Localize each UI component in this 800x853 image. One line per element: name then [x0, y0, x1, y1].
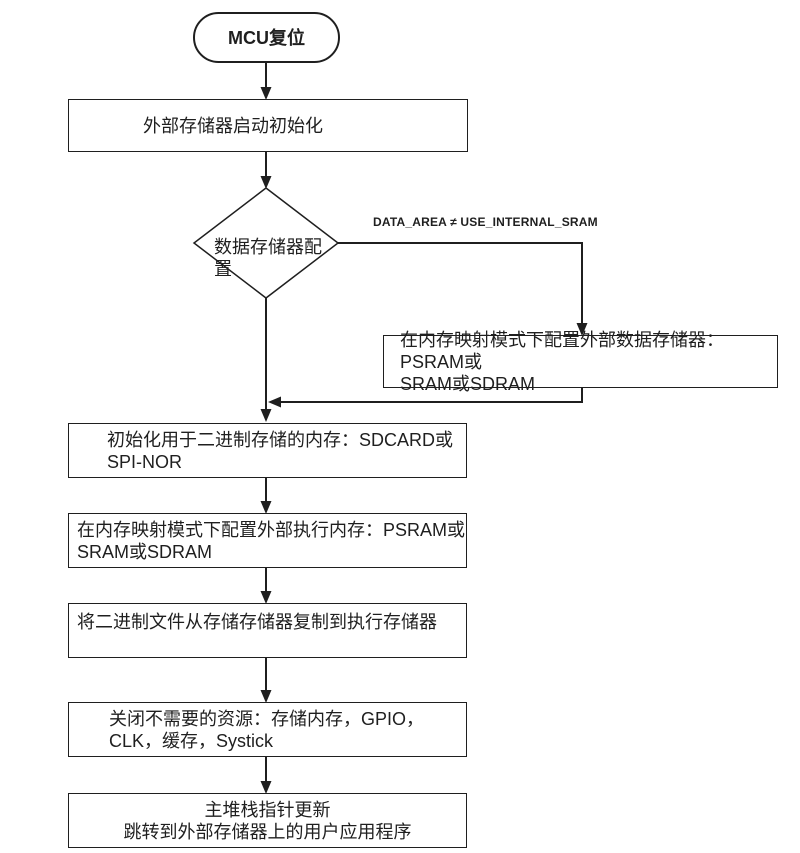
node-init-binary-storage: 初始化用于二进制存储的内存：SDCARD或 SPI-NOR: [68, 423, 467, 478]
node-label: 数据存储器配 置: [214, 237, 322, 279]
decision-diamond-shape: [192, 187, 340, 299]
edge-decision-configdata: [338, 242, 583, 324]
node-label: 在内存映射模式下配置外部执行内存：PSRAM或 SRAM或SDRAM: [77, 519, 466, 562]
node-label: 在内存映射模式下配置外部数据存储器：PSRAM或 SRAM或SDRAM: [400, 329, 724, 394]
node-label: 将二进制文件从存储存储器复制到执行存储器: [77, 612, 437, 632]
node-label: 外部存储器启动初始化: [143, 115, 323, 136]
node-msp-update-jump-to-app: 主堆栈指针更新 跳转到外部存储器上的用户应用程序: [68, 793, 467, 848]
node-close-unneeded-resources: 关闭不需要的资源：存储内存，GPIO， CLK，缓存，Systick: [68, 702, 467, 757]
node-copy-binary-to-exec: 将二进制文件从存储存储器复制到执行存储器: [68, 603, 467, 658]
node-start-mcu-reset: MCU复位: [193, 12, 340, 63]
node-config-external-exec-memory: 在内存映射模式下配置外部执行内存：PSRAM或 SRAM或SDRAM: [68, 513, 467, 568]
node-label: MCU复位: [228, 27, 305, 48]
node-label: 初始化用于二进制存储的内存：SDCARD或 SPI-NOR: [107, 429, 454, 472]
node-external-memory-boot-init: 外部存储器启动初始化: [68, 99, 468, 152]
branch-condition-label: DATA_AREA ≠ USE_INTERNAL_SRAM: [373, 215, 598, 229]
edge-configdata-mainline: [281, 388, 583, 403]
node-label: 关闭不需要的资源：存储内存，GPIO， CLK，缓存，Systick: [109, 708, 425, 751]
node-label: 主堆栈指针更新 跳转到外部存储器上的用户应用程序: [123, 799, 412, 842]
arrowheads: [260, 87, 588, 794]
node-config-external-data-memory: 在内存映射模式下配置外部数据存储器：PSRAM或 SRAM或SDRAM: [383, 330, 778, 394]
node-decision-data-memory-config: 数据存储器配 置: [214, 214, 332, 280]
